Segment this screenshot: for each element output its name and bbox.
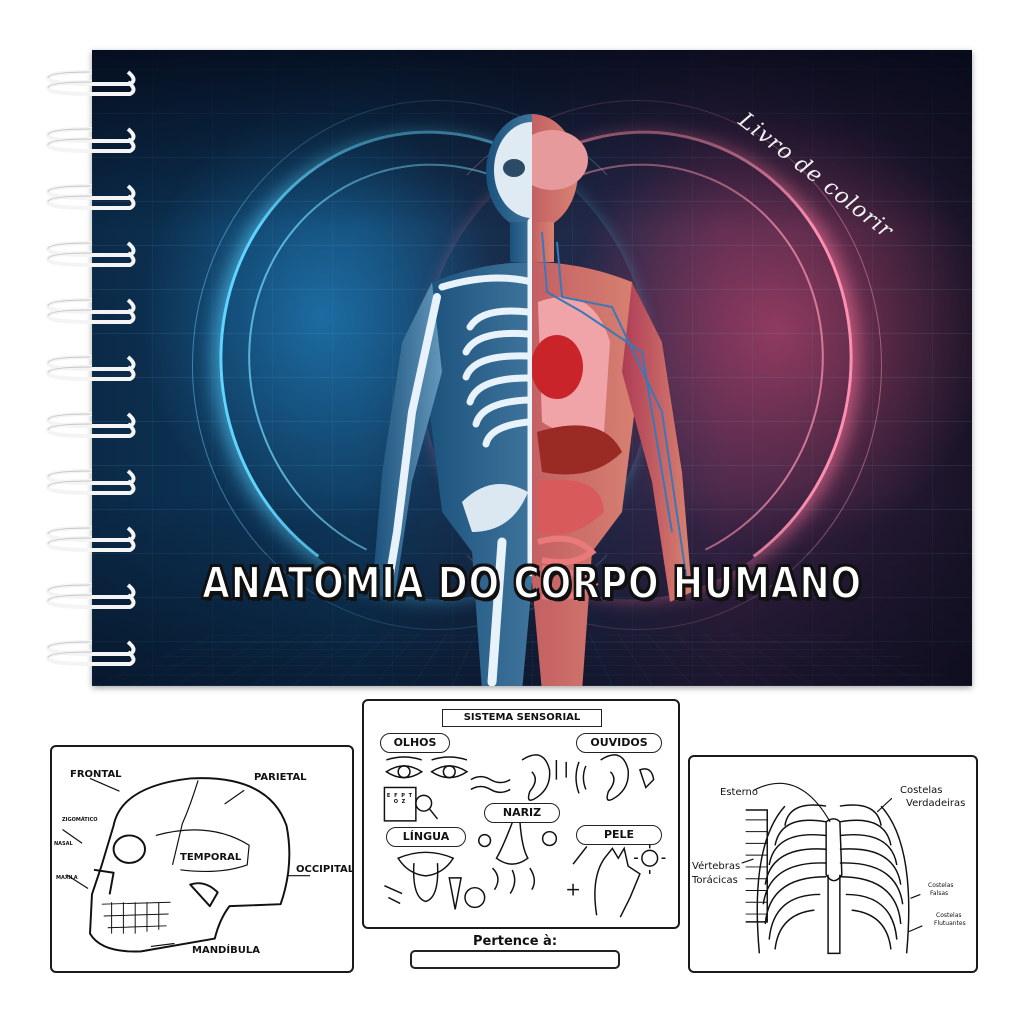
label-costelas-falsas-1: Costelas [928,882,954,889]
spiral-ring [44,524,140,554]
cloud-lingua: LÍNGUA [386,827,466,847]
label-temporal: TEMPORAL [180,852,242,863]
sensory-banner: SISTEMA SENSORIAL [442,709,602,727]
cloud-ouvidos: OUVIDOS [576,733,662,753]
label-vertebras-2: Torácicas [692,875,738,886]
anatomy-figure-illustration [342,112,722,686]
spiral-ring [44,410,140,440]
skull-line-drawing [62,777,311,953]
spiral-ring [44,182,140,212]
spiral-ring [44,125,140,155]
owner-label: Pertence à: [472,934,558,949]
preview-page-sensory-system: SISTEMA SENSORIAL OLHOS OUVIDOS NARIZ LÍ… [362,699,680,929]
label-costelas-verdadeiras-2: Verdadeiras [906,798,966,809]
sensory-line-drawing [383,754,666,918]
spiral-ring [44,296,140,326]
ribcage-line-drawing [741,782,923,955]
label-nasal: NASAL [54,841,73,847]
label-mandibula: MANDÍBULA [192,945,260,956]
cloud-nariz: NARIZ [484,803,560,823]
eye-chart-letters: E F P T O Z [386,793,414,805]
spiral-ring [44,638,140,668]
label-costelas-falsas-2: Falsas [930,890,949,897]
spiral-binding [44,50,144,690]
spiral-ring [44,353,140,383]
preview-page-skull: FRONTAL PARIETAL ZIGOMÁTICO NASAL TEMPOR… [50,745,354,973]
preview-page-ribcage: Esterno Costelas Verdadeiras Vértebras T… [688,755,978,973]
label-costelas-flutuantes-2: Flutuantes [934,920,966,927]
label-costelas-flutuantes-1: Costelas [936,912,962,919]
spiral-ring [44,467,140,497]
label-parietal: PARIETAL [254,772,307,783]
spiral-ring [44,581,140,611]
owner-name-field[interactable] [410,950,620,969]
cover-title: ANATOMIA DO CORPO HUMANO [201,557,862,610]
cloud-olhos: OLHOS [380,733,450,753]
label-esterno: Esterno [720,787,758,798]
label-zigomatico: ZIGOMÁTICO [62,817,98,823]
label-frontal: FRONTAL [70,769,122,780]
label-maxila: MAXILA [56,875,78,881]
label-occipital: OCCIPITAL [296,864,354,875]
label-vertebras-1: Vértebras [692,861,741,872]
cloud-pele: PELE [576,825,662,845]
book-cover: Livro de colorir ANATOMIA DO CORPO HUMAN… [92,50,972,686]
spiral-ring [44,68,140,98]
spiral-ring [44,239,140,269]
label-costelas-verdadeiras-1: Costelas [900,785,943,796]
